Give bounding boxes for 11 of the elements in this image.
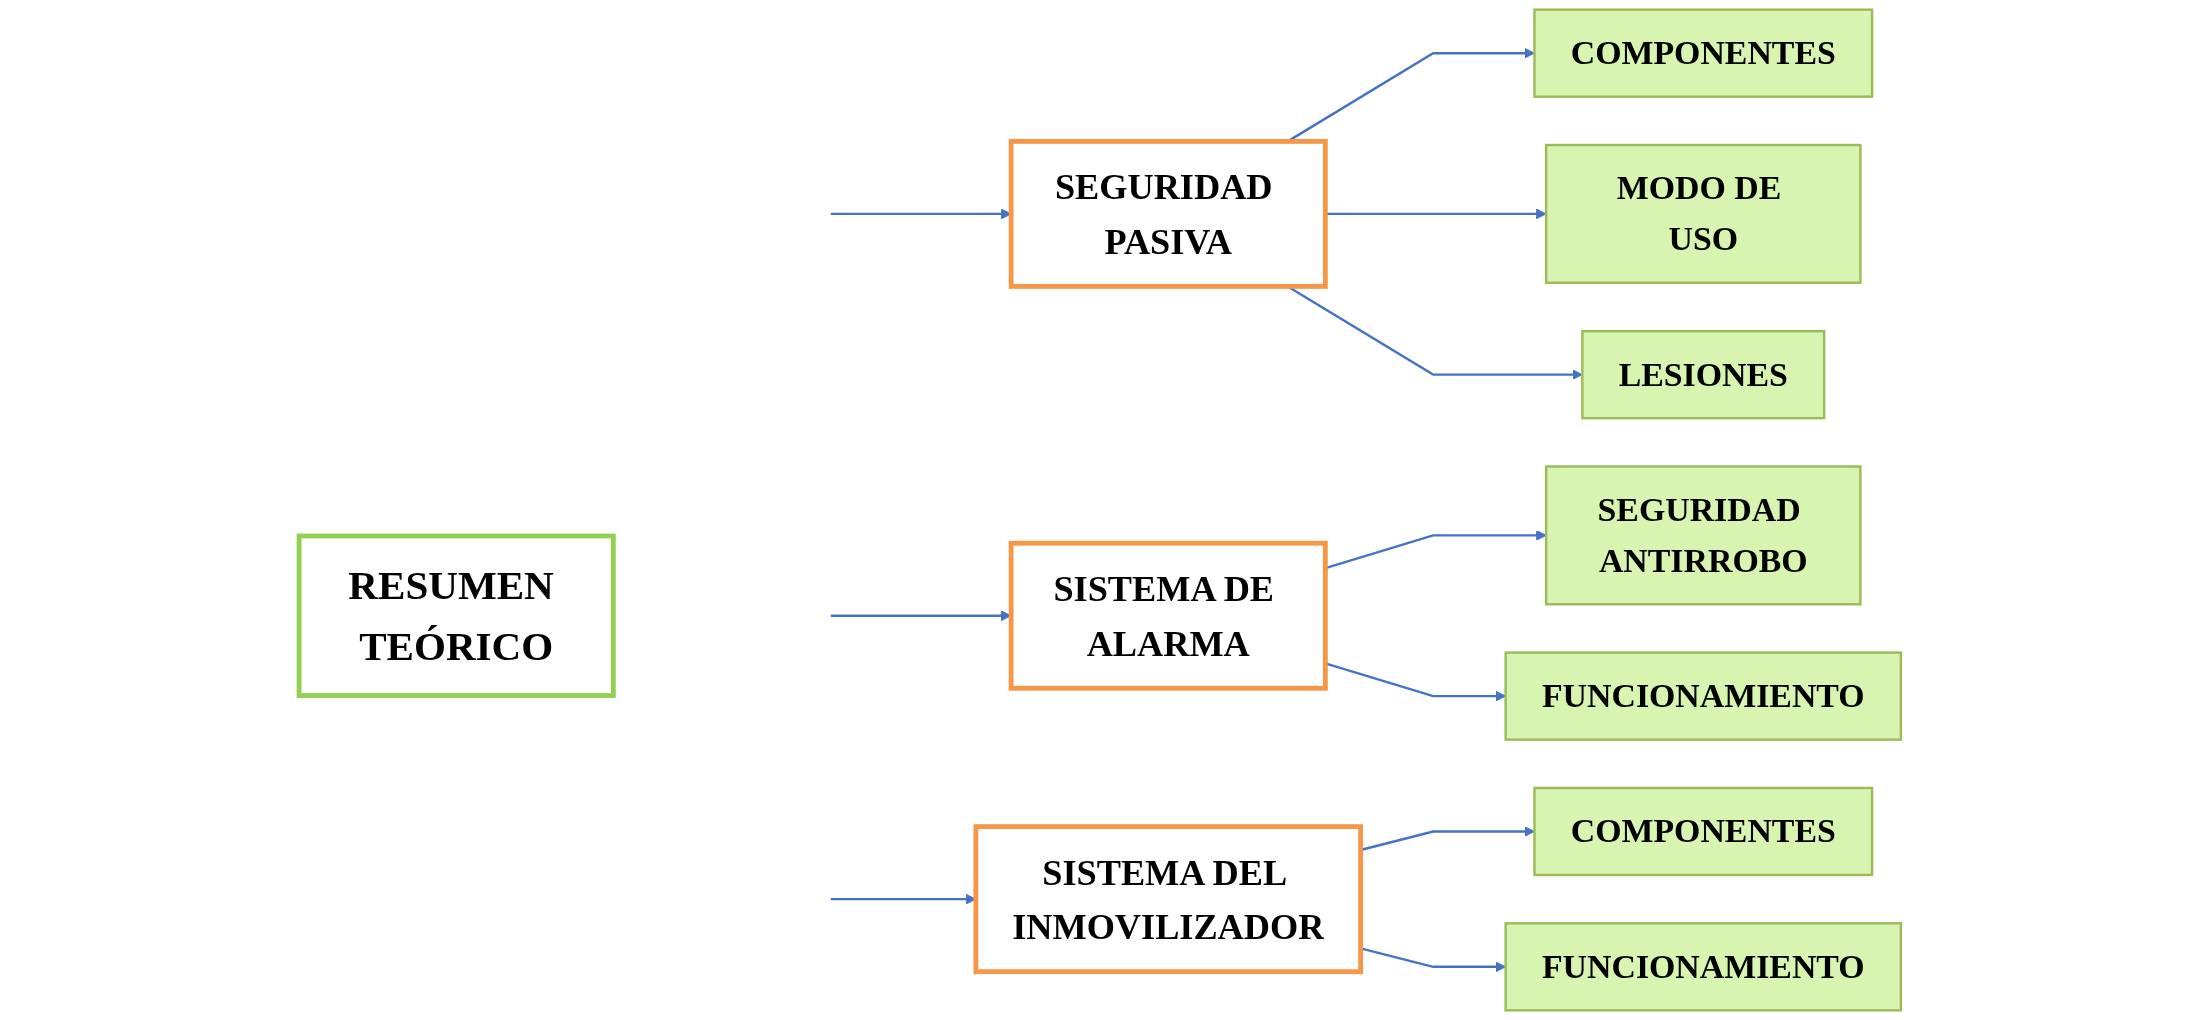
node-box: SISTEMA DEL INMOVILIZADOR <box>973 824 1364 975</box>
node-box: COMPONENTES <box>1533 8 1874 98</box>
node-box: FUNCIONAMIENTO <box>1504 922 1903 1012</box>
node-box: COMPONENTES <box>1533 786 1874 877</box>
node-box: LESIONES <box>1581 329 1826 420</box>
node-box: SISTEMA DE ALARMA <box>1008 540 1328 691</box>
node-box: FUNCIONAMIENTO <box>1504 651 1903 741</box>
node-box: SEGURIDAD ANTIRROBO <box>1544 465 1862 606</box>
node-box: MODO DE USO <box>1544 143 1862 284</box>
node-box: RESUMEN TEÓRICO <box>296 533 616 698</box>
node-box: SEGURIDAD PASIVA <box>1008 139 1328 289</box>
